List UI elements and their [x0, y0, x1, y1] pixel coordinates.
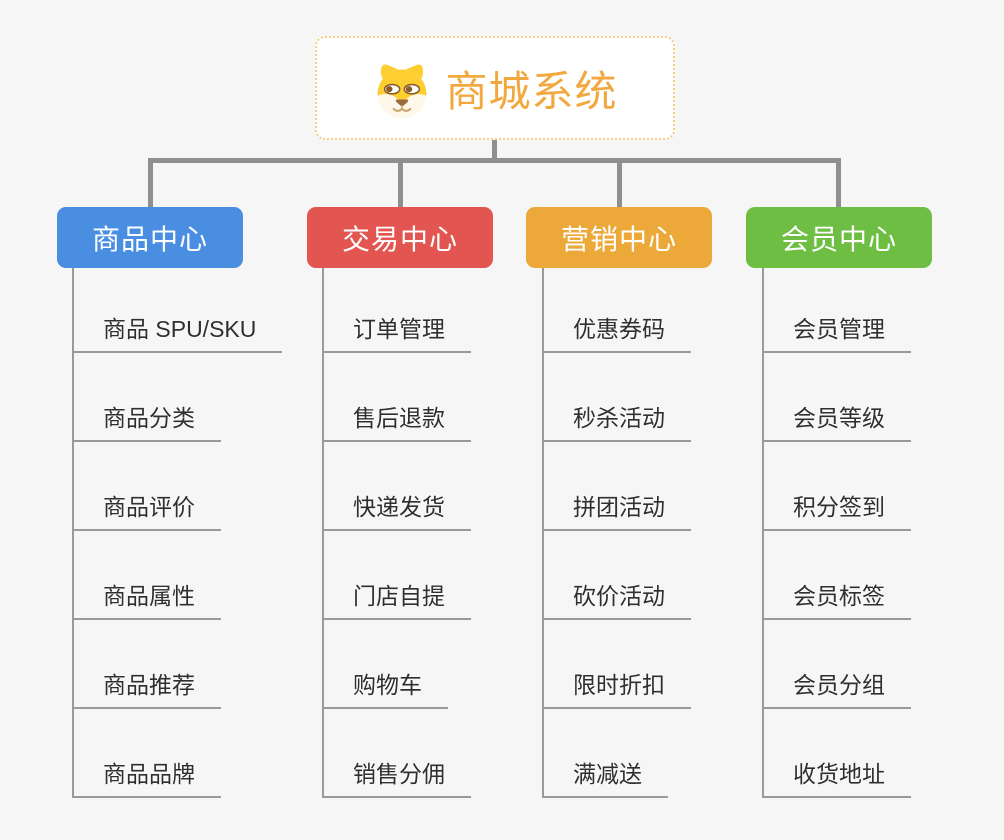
category-node-product-center[interactable]: 商品中心 [57, 207, 243, 268]
leaf-node[interactable]: 订单管理 [322, 314, 471, 353]
leaf-node[interactable]: 门店自提 [322, 581, 471, 620]
leaf-node[interactable]: 砍价活动 [542, 581, 691, 620]
leaf-node[interactable]: 收货地址 [762, 759, 911, 798]
leaf-node[interactable]: 购物车 [322, 670, 448, 709]
branch-spine-marketing-center [542, 268, 544, 798]
leaf-node[interactable]: 销售分佣 [322, 759, 471, 798]
leaf-node[interactable]: 会员分组 [762, 670, 911, 709]
connector-root-stem [492, 140, 497, 163]
category-node-marketing-center[interactable]: 营销中心 [526, 207, 712, 268]
root-title: 商城系统 [445, 67, 618, 115]
branch-spine-member-center [762, 268, 764, 798]
connector-drop-4 [836, 158, 841, 207]
leaf-node[interactable]: 积分签到 [762, 492, 911, 531]
leaf-node[interactable]: 售后退款 [322, 403, 471, 442]
category-node-member-center[interactable]: 会员中心 [746, 207, 932, 268]
connector-horizontal [148, 158, 839, 163]
leaf-node[interactable]: 会员标签 [762, 581, 911, 620]
root-node[interactable]: 商城系统 [315, 36, 675, 140]
connector-drop-2 [398, 158, 403, 207]
leaf-node[interactable]: 商品分类 [72, 403, 221, 442]
leaf-node[interactable]: 拼团活动 [542, 492, 691, 531]
leaf-node[interactable]: 快递发货 [322, 492, 471, 531]
dog-face-icon [378, 64, 427, 119]
leaf-node[interactable]: 商品属性 [72, 581, 221, 620]
leaf-node[interactable]: 优惠券码 [542, 314, 691, 353]
leaf-node[interactable]: 秒杀活动 [542, 403, 691, 442]
branch-spine-trade-center [322, 268, 324, 798]
branch-spine-product-center [72, 268, 74, 798]
leaf-node[interactable]: 商品 SPU/SKU [72, 314, 283, 353]
category-node-trade-center[interactable]: 交易中心 [307, 207, 493, 268]
leaf-node[interactable]: 商品品牌 [72, 759, 221, 798]
leaf-node[interactable]: 限时折扣 [542, 670, 691, 709]
leaf-node[interactable]: 商品推荐 [72, 670, 221, 709]
connector-drop-1 [148, 158, 153, 207]
leaf-node[interactable]: 满减送 [542, 759, 668, 798]
leaf-node[interactable]: 商品评价 [72, 492, 221, 531]
leaf-node[interactable]: 会员管理 [762, 314, 911, 353]
leaf-node[interactable]: 会员等级 [762, 403, 911, 442]
connector-drop-3 [617, 158, 622, 207]
